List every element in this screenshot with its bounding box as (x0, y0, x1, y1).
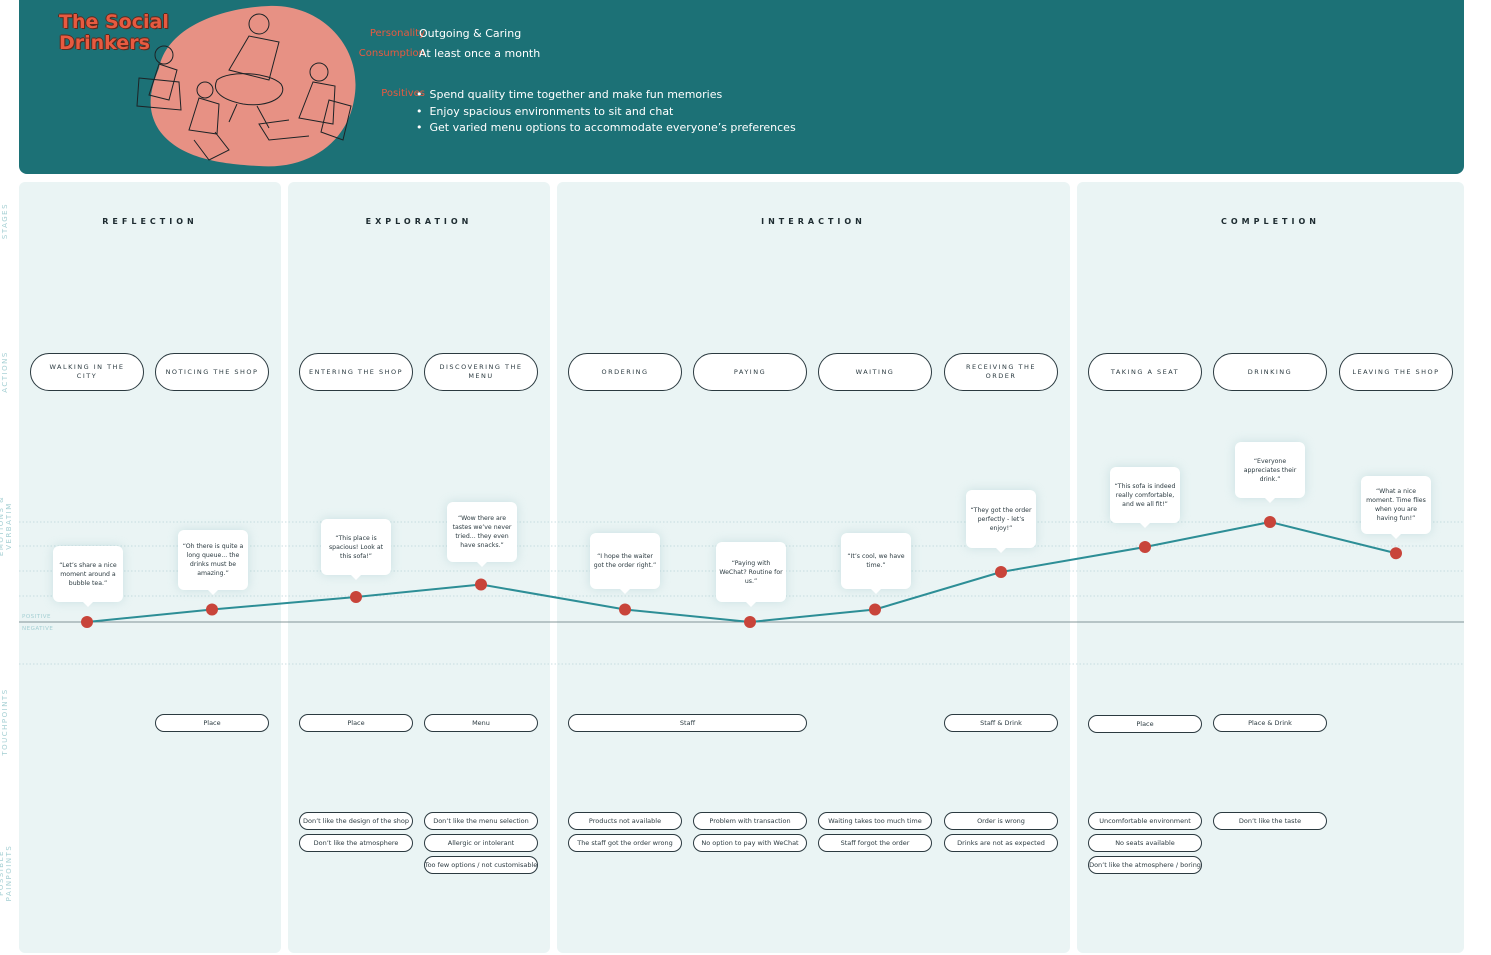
painpoint-pill: Waiting takes too much time (818, 812, 932, 830)
persona-illustration (136, 5, 356, 167)
emotion-point (1390, 547, 1402, 560)
persona-blob (150, 5, 356, 167)
emotion-point (1139, 541, 1151, 553)
verbatim-bubble: “Let’s share a nice moment around a bubb… (53, 546, 123, 607)
action-ordering: ORDERING (568, 353, 682, 391)
positive-label: POSITIVE (22, 614, 51, 620)
touchpoint-pill: Place & Drink (1213, 714, 1327, 732)
emotion-point (350, 591, 362, 603)
action-taking-a-seat: TAKING A SEAT (1088, 353, 1202, 391)
painpoint-pill: Allergic or intolerant (424, 834, 538, 852)
touchpoint-pill: Staff & Drink (944, 714, 1058, 732)
positive-item: • Spend quality time together and make f… (416, 88, 723, 101)
stage-title: INTERACTION (761, 217, 866, 226)
emotion-point (619, 603, 631, 616)
touchpoint-pill: Place (1088, 715, 1202, 733)
positive-item: • Get varied menu options to accommodate… (416, 121, 796, 134)
painpoint-pill: Too few options / not customisable (424, 856, 538, 874)
painpoint-pill: Order is wrong (944, 812, 1058, 830)
stage-title: REFLECTION (102, 217, 198, 226)
emotion-point (995, 566, 1007, 578)
personality-label: Personality (369, 28, 425, 39)
painpoint-pill: The staff got the order wrong (568, 834, 682, 852)
painpoint-pill: No option to pay with WeChat (693, 834, 807, 852)
verbatim-bubble: “This place is spacious! Look at this so… (321, 519, 391, 580)
painpoint-pill: Don’t like the menu selection (424, 812, 538, 830)
painpoint-pill: Don’t like the taste (1213, 812, 1327, 830)
verbatim-bubble: “This sofa is indeed really comfortable,… (1110, 467, 1180, 528)
positives-list: • Spend quality time together and make f… (416, 87, 796, 137)
stage-title: COMPLETION (1221, 217, 1320, 226)
verbatim-bubble: “They got the order perfectly - let’s en… (966, 490, 1036, 553)
verbatim-bubble: “Everyone appreciates their drink.” (1235, 442, 1305, 503)
stage-title: EXPLORATION (365, 217, 473, 226)
verbatim-bubble: “Paying with WeChat? Routine for us.” (716, 542, 786, 607)
persona-title: The Social Drinkers (59, 11, 169, 54)
painpoint-pill: Problem with transaction (693, 812, 807, 830)
verbatim-bubble: “Wow there are tastes we’ve never tried.… (447, 502, 517, 567)
emotion-point (744, 616, 756, 628)
emotion-point (869, 603, 881, 616)
consumption-value: At least once a month (419, 47, 541, 60)
touchpoint-pill: Place (299, 714, 413, 732)
painpoint-pill: Don’t like the atmosphere (299, 834, 413, 852)
painpoint-pill: Uncomfortable environment (1088, 812, 1202, 830)
touchpoint-pill: Place (155, 714, 269, 732)
painpoint-pill: Don’t like the atmosphere / boring (1088, 856, 1202, 874)
verbatim-bubble: “Oh there is quite a long queue... the d… (178, 530, 248, 595)
touchpoint-pill: Menu (424, 714, 538, 732)
consumption-label: Consumption (358, 48, 425, 59)
painpoint-pill: Staff forgot the order (818, 834, 932, 852)
action-walking-in-the-city: WALKING IN THE CITY (30, 353, 144, 391)
negative-label: NEGATIVE (22, 626, 54, 632)
positive-item: • Enjoy spacious environments to sit and… (416, 104, 674, 118)
emotion-point (475, 578, 487, 591)
painpoint-pill: Drinks are not as expected (944, 834, 1058, 852)
action-paying: PAYING (693, 353, 807, 391)
action-receiving-the-order: RECEIVING THE ORDER (944, 353, 1058, 391)
action-discovering-the-menu: DISCOVERING THE MENU (424, 353, 538, 391)
emotion-point (1264, 516, 1276, 528)
emotion-point (81, 616, 93, 628)
positives-label: Positives (381, 88, 425, 99)
touchpoint-pill: Staff (568, 714, 807, 732)
action-drinking: DRINKING (1213, 353, 1327, 391)
persona-header: The Social Drinkers Personality Outgoing… (19, 0, 1464, 174)
painpoint-pill: Don’t like the design of the shop (299, 812, 413, 830)
action-noticing-the-shop: NOTICING THE SHOP (155, 353, 269, 391)
action-entering-the-shop: ENTERING THE SHOP (299, 353, 413, 391)
painpoint-pill: No seats available (1088, 834, 1202, 852)
action-leaving-the-shop: LEAVING THE SHOP (1339, 353, 1453, 391)
personality-value: Outgoing & Caring (419, 27, 522, 40)
emotion-point (206, 603, 218, 616)
action-waiting: WAITING (818, 353, 932, 391)
verbatim-bubble: “It’s cool, we have time.” (841, 533, 911, 594)
painpoint-pill: Products not available (568, 812, 682, 830)
verbatim-bubble: “What a nice moment. Time flies when you… (1361, 476, 1431, 539)
verbatim-bubble: “I hope the waiter got the order right.” (590, 533, 660, 594)
